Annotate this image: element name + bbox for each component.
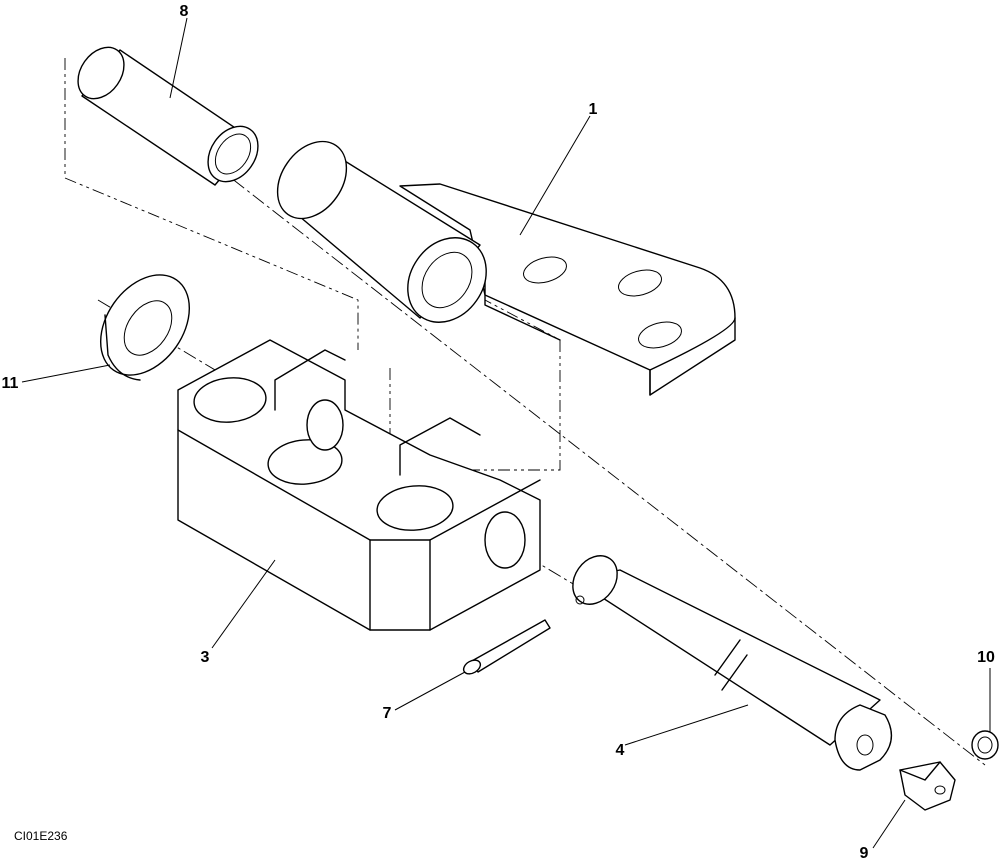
callout-4: 4 [616, 742, 625, 759]
callout-9: 9 [860, 845, 869, 860]
hinge-bracket-icon [276, 140, 736, 396]
cotter-pin-icon [462, 619, 551, 675]
cap-icon [971, 730, 999, 760]
leader-lines [21, 17, 991, 849]
bushing-icon [77, 46, 259, 186]
callout-1: 1 [589, 101, 598, 118]
callout-labels: 8 1 11 3 7 4 10 9 [2, 3, 995, 860]
pin-icon [572, 555, 893, 771]
washer-icon [99, 274, 191, 381]
callout-7: 7 [383, 705, 392, 722]
callout-10: 10 [977, 649, 995, 666]
callout-3: 3 [201, 649, 210, 666]
figure-id: CI01E236 [14, 829, 68, 843]
grease-fitting-icon [899, 761, 956, 811]
mounting-block-icon [177, 339, 541, 631]
callout-11: 11 [2, 375, 19, 392]
callout-8: 8 [180, 3, 189, 20]
